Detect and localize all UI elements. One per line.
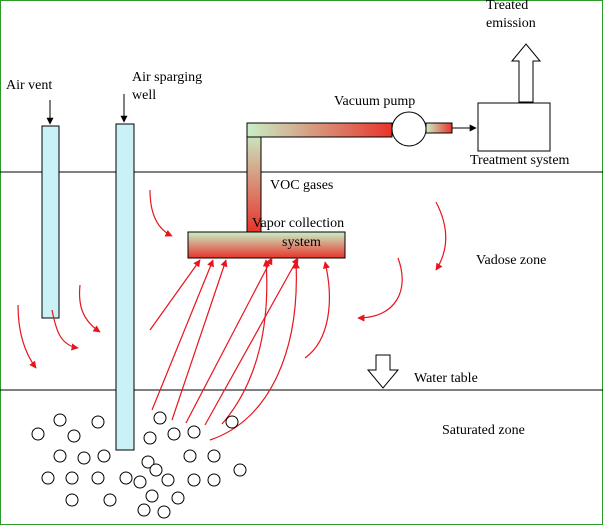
flow-arrow-2 [151,259,214,411]
bubble [187,473,201,487]
voc-horizontal-pipe [246,122,393,138]
vapor-collection-label-2: system [282,235,321,250]
bubble [225,415,239,429]
vadose-arrow-6 [435,201,447,271]
air-sparging-label-2: well [132,88,157,103]
treated-emission-arrow-icon [510,43,542,103]
voc-gases-label: VOC gases [270,178,334,193]
bubble [153,411,167,425]
bubble [77,451,91,465]
vacuum-pump-label: Vacuum pump [334,94,416,109]
bubble [103,493,117,507]
vadose-arrow-5 [357,257,403,322]
flow-arrow-3 [171,259,228,421]
bubble [233,463,247,477]
bubble [161,473,175,487]
flow-arrow-7 [221,259,271,425]
bubble [97,449,111,463]
treated-emission-label-2: emission [486,16,536,31]
air-vent-well [41,125,60,319]
bubble [143,431,157,445]
bubble [91,471,105,485]
air-bubbles [31,411,247,519]
bubble [171,491,185,505]
bubble [53,413,67,427]
bubble [31,427,45,441]
bubble [141,455,155,469]
flow-arrow-1 [149,259,201,331]
treatment-system-box [477,102,551,152]
bubble [207,473,221,487]
bubble [149,463,163,477]
bubble [91,415,105,429]
vadose-arrow-3 [78,284,101,333]
treatment-system-label: Treatment system [470,153,570,168]
bubble [183,449,197,463]
vadose-arrow-4 [149,189,173,237]
bubble [67,429,81,443]
flow-arrow-4 [185,257,273,424]
vadose-flow-arrows [17,189,447,369]
flow-arrow-6 [209,261,300,441]
air-sparging-label-1: Air sparging [132,70,203,85]
bubble [133,475,147,489]
water-table-arrow-icon [366,354,400,389]
flow-arrow-8 [304,261,330,359]
vacuum-pump-icon [391,111,427,147]
vadose-arrow-1 [17,304,37,369]
bubble [53,449,67,463]
saturated-zone-label: Saturated zone [442,423,525,438]
vapor-flow-arrows [149,257,330,441]
flow-arrow-5 [204,257,299,426]
pump-outlet-pipe [425,122,453,134]
water-table-label: Water table [414,371,478,386]
bubble [65,471,79,485]
bubble [167,427,181,441]
bubble [119,471,133,485]
vadose-arrow-2 [51,309,79,351]
bubble [65,493,79,507]
vapor-collection-label-1: Vapor collection [252,216,345,231]
air-vent-label: Air vent [6,78,53,93]
bubble [41,471,55,485]
treated-emission-label-1: Treated [486,0,529,13]
bubble [157,505,171,519]
bubble [207,449,221,463]
air-sparging-well [115,123,135,451]
bubble [137,503,151,517]
bubble [187,425,201,439]
bubble [145,489,159,503]
vapor-collection-box [187,231,346,259]
vadose-zone-label: Vadose zone [476,253,547,268]
